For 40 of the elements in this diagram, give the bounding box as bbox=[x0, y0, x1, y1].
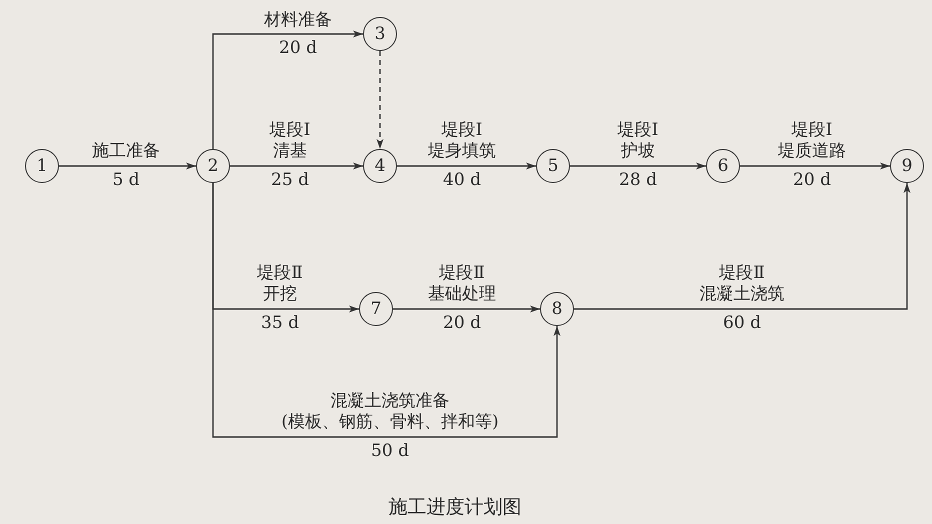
event-circle: 5 bbox=[536, 149, 570, 183]
activity-arrow bbox=[212, 183, 560, 438]
event-circle: 8 bbox=[540, 292, 574, 326]
activity-arrow bbox=[574, 183, 910, 310]
activity-arrow bbox=[397, 162, 536, 170]
activity-arrow bbox=[230, 162, 363, 170]
activity-label: 混凝土浇筑准备 (模板、钢筋、骨料、拌和等) bbox=[281, 391, 499, 433]
activity-arrow bbox=[212, 30, 363, 149]
activity-arrow bbox=[570, 162, 706, 170]
activity-label: 材料准备 bbox=[264, 10, 332, 31]
activity-arrow bbox=[740, 162, 890, 170]
activity-label: 堤段Ⅰ 堤身填筑 bbox=[428, 120, 496, 162]
event-circle: 9 bbox=[890, 149, 924, 183]
activity-label: 堤段Ⅱ 基础处理 bbox=[428, 263, 496, 305]
activity-arrow bbox=[59, 162, 196, 170]
activity-arrow bbox=[393, 306, 540, 312]
duration-label: 20 d bbox=[443, 313, 481, 333]
event-circle: 6 bbox=[706, 149, 740, 183]
duration-label: 5 d bbox=[112, 170, 140, 190]
event-circle: 1 bbox=[25, 149, 59, 183]
duration-label: 35 d bbox=[261, 313, 299, 333]
duration-label: 20 d bbox=[279, 38, 317, 58]
activity-label: 堤段Ⅱ 开挖 bbox=[257, 263, 303, 305]
activity-label: 堤段Ⅰ 堤质道路 bbox=[778, 120, 846, 162]
event-circle: 4 bbox=[363, 149, 397, 183]
caption: 施工进度计划图 bbox=[388, 495, 522, 520]
duration-label: 60 d bbox=[723, 313, 761, 333]
duration-label: 20 d bbox=[793, 170, 831, 190]
activity-label: 堤段Ⅰ 护坡 bbox=[618, 120, 658, 162]
duration-label: 50 d bbox=[371, 441, 409, 461]
event-circle: 3 bbox=[363, 17, 397, 51]
activity-label: 堤段Ⅱ 混凝土浇筑 bbox=[700, 263, 784, 305]
event-circle: 7 bbox=[359, 292, 393, 326]
duration-label: 28 d bbox=[619, 170, 657, 190]
activity-label: 堤段Ⅰ 清基 bbox=[270, 120, 310, 162]
event-circle: 2 bbox=[196, 149, 230, 183]
dummy-arrow bbox=[376, 51, 384, 149]
duration-label: 25 d bbox=[271, 170, 309, 190]
activity-label: 施工准备 bbox=[92, 141, 160, 162]
duration-label: 40 d bbox=[443, 170, 481, 190]
